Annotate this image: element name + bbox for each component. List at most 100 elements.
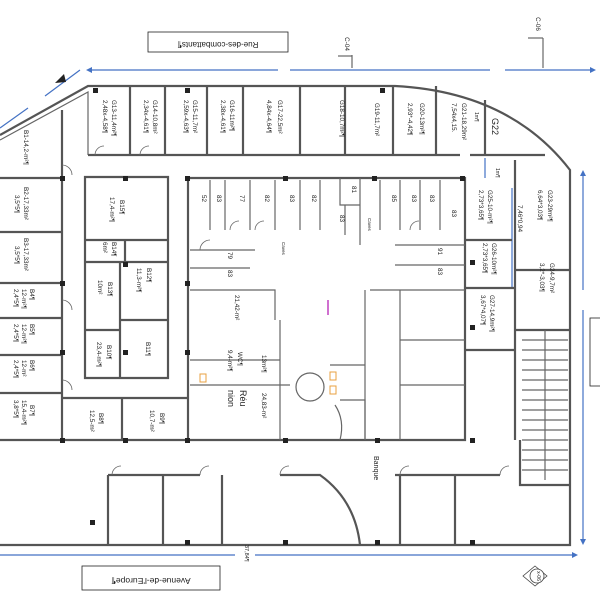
- room-g26[interactable]: G26-10m²¶2,73*3,65¶: [481, 243, 497, 275]
- svg-text:G21-18,29m²: G21-18,29m²: [460, 103, 467, 140]
- svg-text:2,93*-4,42¶: 2,93*-4,42¶: [406, 103, 413, 136]
- svg-text:11,3-m²¶: 11,3-m²¶: [135, 268, 142, 293]
- cave-cell: 83: [450, 210, 457, 218]
- svg-text:G24-9,7m²: G24-9,7m²: [548, 263, 555, 293]
- cave-cell: 83: [338, 215, 345, 223]
- svg-text:17,4-m²¶: 17,4-m²¶: [108, 197, 115, 223]
- street-bottom: Avenue-de-l'Europe¶: [81, 565, 221, 591]
- room-g16[interactable]: G16-11m²¶2,38x-4,61¶: [219, 100, 235, 134]
- svg-text:7,54x4,15.: 7,54x4,15.: [450, 103, 457, 133]
- caves-label: Caves: [367, 218, 372, 232]
- svg-text:B12¶: B12¶: [145, 268, 152, 283]
- room-b8[interactable]: B8¶12,5-m²: [88, 410, 104, 432]
- room-b9[interactable]: B9¶10,7-m²: [148, 410, 165, 432]
- room-g23[interactable]: G23-29m²¶6,64*3,03¶: [536, 190, 553, 222]
- section-marker-c06: C-06: [528, 17, 544, 68]
- svg-text:G26-10m²¶: G26-10m²¶: [490, 243, 497, 275]
- room-area-label: 13m²¶: [260, 355, 267, 373]
- room-b4[interactable]: B4¶12-m²¶2,4*5¶: [12, 289, 35, 309]
- room-b11[interactable]: B11¶: [144, 342, 151, 357]
- svg-text:3,8*5¶: 3,8*5¶: [12, 400, 19, 419]
- room-b6[interactable]: B6¶12-m²2,4*5¶: [12, 360, 35, 379]
- svg-text:G16-11m²¶: G16-11m²¶: [228, 100, 235, 132]
- svg-text:6m²: 6m²: [101, 242, 108, 253]
- room-g20[interactable]: G20-13m²¶2,93*-4,42¶: [406, 103, 425, 136]
- svg-text:B15¶: B15¶: [118, 200, 125, 215]
- svg-text:2,4*5¶: 2,4*5¶: [12, 324, 19, 343]
- svg-text:4,84x-4,64¶: 4,84x-4,64¶: [265, 100, 272, 134]
- svg-text:B13¶: B13¶: [106, 282, 113, 297]
- room-b15[interactable]: B15¶17,4-m²¶: [108, 197, 125, 223]
- room-b1[interactable]: B1-14,2-m²¶: [22, 130, 29, 165]
- svg-text:B14¶: B14¶: [110, 242, 117, 257]
- door-marker-icon: [199, 373, 207, 383]
- svg-text:Rue-des-combattants¶: Rue-des-combattants¶: [178, 40, 259, 49]
- svg-text:2,38x-4,61¶: 2,38x-4,61¶: [219, 100, 226, 134]
- rooms-top: G13-11,4m²¶2,48x-4,58¶ G14-10,8m²2,34x-4…: [101, 100, 523, 232]
- cave-cell: 83: [410, 195, 417, 203]
- svg-text:x-06: x-06: [535, 571, 541, 581]
- svg-text:23,4-m²¶: 23,4-m²¶: [95, 342, 102, 368]
- cave-cell: 52: [200, 195, 207, 203]
- svg-text:Avenue-de-l'Europe¶: Avenue-de-l'Europe¶: [111, 576, 191, 586]
- svg-text:G27-14,9m²¶: G27-14,9m²¶: [488, 295, 495, 333]
- svg-text:2,34x-4,61¶: 2,34x-4,61¶: [142, 100, 149, 134]
- svg-text:B9¶: B9¶: [158, 413, 165, 425]
- room-area-label: 21,42-m²: [233, 295, 240, 320]
- svg-text:G14-10,8m²: G14-10,8m²: [151, 100, 158, 134]
- svg-text:15,4-m²¶: 15,4-m²¶: [20, 400, 27, 426]
- room-wc[interactable]: WC¶: [236, 352, 243, 366]
- svg-text:G18-10,7m²¶: G18-10,7m²¶: [338, 100, 345, 138]
- cave-cell: 83: [288, 195, 295, 203]
- svg-text:G13-11,4m²¶: G13-11,4m²¶: [110, 100, 117, 137]
- room-g25[interactable]: G25-10-m²¶2,73*3,65¶: [477, 190, 493, 224]
- room-b5[interactable]: B5¶12-m²¶2,4*5¶: [12, 324, 35, 344]
- door-marker-icon: [329, 371, 337, 381]
- svg-text:3,5*5¶: 3,5*5¶: [13, 246, 20, 265]
- reunion-area: 24,83-m²: [260, 393, 267, 418]
- room-b7[interactable]: B7¶15,4-m²¶3,8*5¶: [12, 400, 35, 426]
- room-b13[interactable]: B13¶10m²: [96, 280, 113, 297]
- room-reunion[interactable]: Réu: [238, 390, 248, 407]
- room-g19[interactable]: G19-11,7m²: [373, 103, 380, 136]
- room-b14[interactable]: B14¶6m²: [101, 242, 117, 257]
- banque-label: Banque: [372, 456, 379, 480]
- cave-cell: 77: [238, 195, 245, 203]
- dimension-label: 1m¶: [494, 168, 500, 178]
- room-g27[interactable]: G27-14,9m²¶3,67*4,07¶: [479, 295, 495, 333]
- svg-text:B8¶: B8¶: [97, 413, 104, 425]
- door-marker-icon: [329, 385, 337, 395]
- dimension-label: 7,46*0,94: [516, 205, 523, 232]
- svg-text:B5¶: B5¶: [28, 324, 35, 336]
- svg-text:G15-11,7m²: G15-11,7m²: [191, 100, 198, 133]
- svg-text:12-m²¶: 12-m²¶: [20, 324, 27, 344]
- cave-cell: 83: [436, 268, 443, 276]
- room-b12[interactable]: B12¶11,3-m²¶: [135, 268, 152, 293]
- svg-text:G25-10-m²¶: G25-10-m²¶: [486, 190, 493, 224]
- svg-text:B1-14,2-m²¶: B1-14,2-m²¶: [22, 130, 29, 165]
- section-marker-x06: x-06: [522, 565, 548, 587]
- wc-area: 9,4-m²¶: [226, 350, 233, 372]
- svg-text:G19-11,7m²: G19-11,7m²: [373, 103, 380, 136]
- section-marker-c04: C-04: [338, 37, 353, 68]
- room-g18[interactable]: G18-10,7m²¶: [338, 100, 345, 138]
- room-b10[interactable]: B10¶23,4-m²¶: [95, 342, 112, 368]
- svg-text:B2-17,33m²: B2-17,33m²: [22, 187, 29, 220]
- central-block: 52 83 77 82 83 82 81 83 85 83 83 83 79 8…: [200, 186, 457, 480]
- rooms-inner: B15¶17,4-m²¶ B14¶6m² B13¶10m² B12¶11,3-m…: [88, 197, 165, 432]
- svg-text:3,5*5¶: 3,5*5¶: [13, 195, 20, 214]
- room-g13[interactable]: G13-11,4m²¶2,48x-4,58¶: [101, 100, 117, 137]
- room-g22[interactable]: G22: [490, 118, 500, 135]
- cave-cell: 91: [436, 248, 443, 256]
- cave-cell: 83: [428, 195, 435, 203]
- dimension-lines: [0, 67, 596, 558]
- cave-cell: 82: [263, 195, 270, 203]
